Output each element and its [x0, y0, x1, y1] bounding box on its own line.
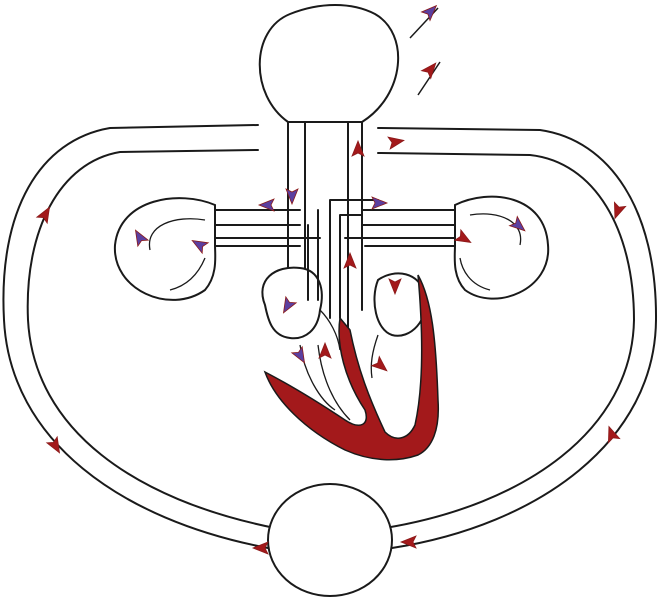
blue-flow-arrow-icon	[371, 196, 389, 210]
heart-ventricle-wall	[263, 274, 440, 461]
right-lung-inner	[459, 213, 522, 291]
pulmonary-artery-right	[361, 209, 461, 226]
systemic-loop-outer	[2, 124, 658, 549]
blue-flow-arrow-icon	[282, 295, 298, 314]
red-flow-arrow-icon	[453, 228, 472, 244]
red-flow-arrow-icon	[388, 278, 402, 296]
pulmonary-trunk	[307, 209, 319, 301]
red-flow-arrow-icon	[613, 201, 627, 220]
red-flow-arrow-icon	[251, 541, 269, 555]
pulmonary-vein-right	[344, 237, 456, 247]
red-flow-arrow-icon	[45, 435, 61, 454]
flow-arrows	[35, 4, 627, 555]
right-lung	[453, 195, 550, 300]
systemic-loop-inner	[26, 149, 635, 529]
heart-valve-line	[319, 309, 379, 379]
left-lung	[113, 197, 217, 301]
blue-flow-arrow-icon	[420, 4, 438, 22]
blue-flow-arrow-icon	[290, 345, 306, 364]
head-capillaries	[258, 4, 400, 123]
pulmonary-artery-left	[209, 209, 301, 226]
left-atrium	[373, 272, 427, 337]
blue-flow-arrow-icon	[508, 215, 526, 232]
red-flow-arrow-icon	[399, 535, 417, 549]
pulmonary-vein-left	[214, 237, 321, 247]
left-lung-inner	[148, 218, 206, 291]
exit-arrows	[409, 7, 441, 96]
red-flow-arrow-icon	[370, 355, 388, 372]
red-flow-arrow-icon	[607, 425, 621, 444]
blue-flow-arrow-icon	[134, 229, 150, 248]
red-flow-arrow-icon	[420, 62, 437, 80]
lower-body-capillaries	[267, 483, 393, 597]
red-flow-arrow-icon	[318, 341, 332, 359]
blue-flow-arrow-icon	[285, 188, 299, 206]
blue-flow-arrow-icon	[191, 239, 210, 255]
red-flow-arrow-icon	[351, 139, 365, 157]
red-flow-arrow-icon	[387, 136, 405, 150]
blue-flow-arrow-icon	[257, 198, 275, 212]
aorta-trunk	[329, 199, 379, 319]
red-flow-arrow-icon	[35, 206, 51, 225]
red-flow-arrow-icon	[343, 251, 357, 269]
